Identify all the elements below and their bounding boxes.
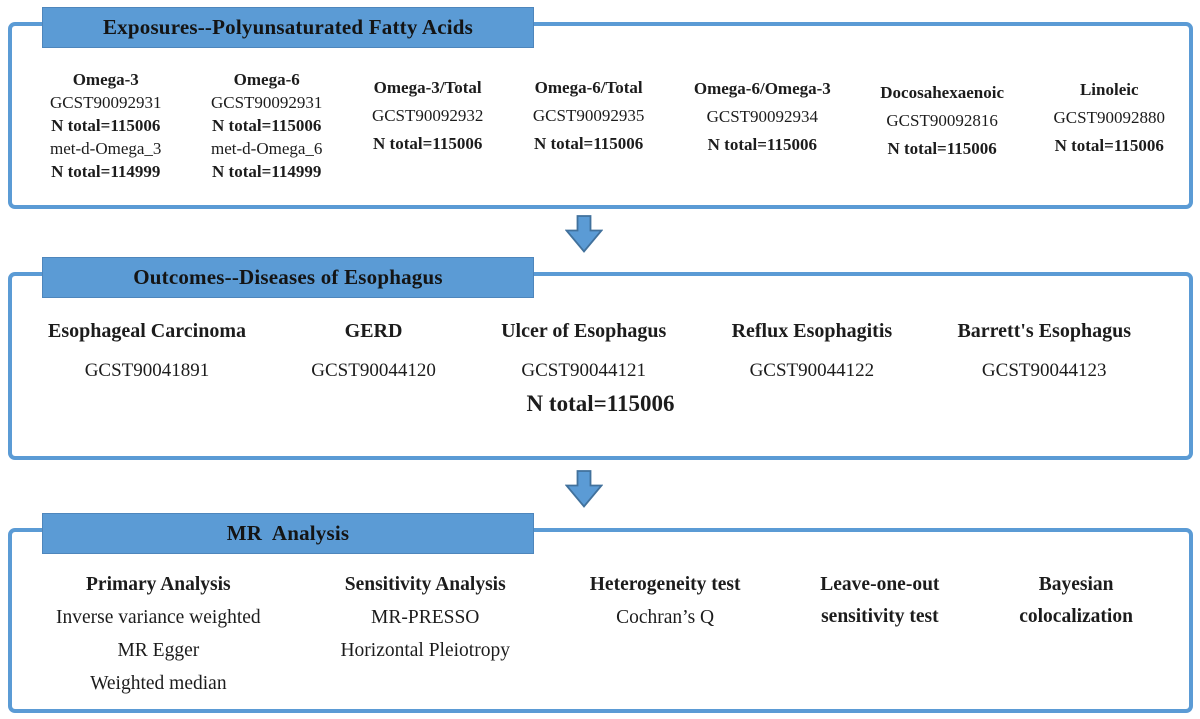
dataset-id: met-d-Omega_6 — [211, 139, 323, 158]
exposure-column-linoleic: Linoleic GCST90092880 N total=115006 — [1054, 76, 1165, 183]
outcomes-header-band: Outcomes--Diseases of Esophagus — [42, 257, 534, 298]
mr-analysis-box: MR Analysis Primary Analysis Inverse var… — [8, 513, 1193, 713]
gwas-id: GCST90092880 — [1053, 108, 1165, 127]
exposure-name: Omega-6/Omega-3 — [693, 79, 831, 98]
exposures-title: Exposures--Polyunsaturated Fatty Acids — [102, 15, 474, 39]
exposure-name: Omega-3/Total — [373, 78, 482, 97]
outcome-column-reflux-esophagitis: Reflux Esophagitis GCST90044122 — [732, 320, 893, 382]
method-item: MR Egger — [117, 640, 200, 661]
n-total: N total=115006 — [887, 139, 997, 158]
mr-analysis-title: MR Analysis — [226, 521, 350, 545]
outcomes-n-total: N total=115006 — [526, 391, 675, 416]
outcomes-columns: Esophageal Carcinoma GCST90041891 GERD G… — [12, 276, 1189, 382]
mr-analysis-header-band: MR Analysis — [42, 513, 534, 554]
outcome-column-barretts-esophagus: Barrett's Esophagus GCST90044123 — [957, 320, 1131, 382]
gwas-id: GCST90092931 — [210, 93, 323, 112]
gwas-id: GCST90092931 — [50, 93, 162, 112]
exposure-column-omega-3-total: Omega-3/Total GCST90092932 N total=11500… — [372, 74, 483, 183]
outcome-name: Ulcer of Esophagus — [501, 320, 667, 342]
method-group-name: Sensitivity Analysis — [344, 574, 506, 595]
outcomes-box: Outcomes--Diseases of Esophagus Esophage… — [8, 257, 1193, 460]
mr-analysis-columns: Primary Analysis Inverse variance weight… — [12, 532, 1189, 700]
exposure-name: Linoleic — [1079, 80, 1139, 99]
method-item: Inverse variance weighted — [56, 607, 261, 628]
method-group-name: Heterogeneity test — [589, 574, 741, 595]
mr-column-bayesian-colocalization: Bayesian colocalization — [1019, 568, 1133, 700]
n-total: N total=115006 — [212, 116, 322, 135]
method-item: MR-PRESSO — [371, 607, 480, 628]
exposure-name: Docosahexaenoic — [880, 83, 1004, 102]
exposure-column-omega-6-omega-3: Omega-6/Omega-3 GCST90092934 N total=115… — [694, 75, 831, 183]
exposure-column-omega-6-total: Omega-6/Total GCST90092935 N total=11500… — [533, 74, 644, 183]
method-group-name: Primary Analysis — [86, 574, 231, 595]
n-total: N total=115006 — [51, 116, 161, 135]
exposure-column-docosahexaenoic: Docosahexaenoic GCST90092816 N total=115… — [880, 79, 1004, 183]
n-total: N total=114999 — [51, 162, 161, 181]
n-total: N total=115006 — [1054, 136, 1164, 155]
gwas-id: GCST90044120 — [311, 360, 436, 381]
gwas-id: GCST90092932 — [371, 106, 484, 125]
method-item: Weighted median — [90, 673, 227, 694]
gwas-id: GCST90041891 — [84, 360, 210, 381]
outcome-name: Reflux Esophagitis — [731, 320, 893, 342]
mr-column-sensitivity-analysis: Sensitivity Analysis MR-PRESSO Horizonta… — [340, 568, 510, 700]
gwas-id: GCST90044122 — [749, 360, 875, 381]
method-group-name-line: Leave-one-out — [820, 574, 940, 595]
n-total: N total=114999 — [212, 162, 322, 181]
method-group-name-line: sensitivity test — [821, 606, 939, 627]
gwas-id: GCST90092934 — [706, 107, 819, 126]
gwas-id: GCST90044123 — [981, 360, 1107, 381]
exposure-column-omega-6: Omega-6 GCST90092931 N total=115006 met-… — [211, 68, 322, 183]
gwas-id: GCST90092816 — [886, 111, 998, 130]
mr-column-leave-one-out: Leave-one-out sensitivity test — [820, 568, 939, 700]
mr-column-primary-analysis: Primary Analysis Inverse variance weight… — [56, 568, 261, 700]
n-total: N total=115006 — [533, 134, 644, 153]
dataset-id: met-d-Omega_3 — [50, 139, 162, 158]
method-group-name-line: Bayesian — [1038, 574, 1114, 595]
outcome-column-gerd: GERD GCST90044120 — [311, 320, 436, 382]
gwas-id: GCST90092935 — [532, 106, 645, 125]
outcome-name: Esophageal Carcinoma — [48, 320, 246, 342]
down-arrow-icon — [565, 470, 603, 508]
outcome-name: GERD — [344, 320, 403, 342]
outcome-column-ulcer-of-esophagus: Ulcer of Esophagus GCST90044121 — [501, 320, 666, 382]
exposure-column-omega-3: Omega-3 GCST90092931 N total=115006 met-… — [50, 68, 161, 183]
method-group-name-line: colocalization — [1019, 606, 1133, 627]
exposure-name: Omega-3 — [72, 70, 139, 89]
down-arrow-icon — [565, 215, 603, 253]
gwas-id: GCST90044121 — [521, 360, 646, 381]
exposure-name: Omega-6/Total — [534, 78, 643, 97]
outcome-name: Barrett's Esophagus — [957, 320, 1131, 342]
exposures-header-band: Exposures--Polyunsaturated Fatty Acids — [42, 7, 534, 48]
method-item: Horizontal Pleiotropy — [340, 640, 510, 661]
outcome-column-esophageal-carcinoma: Esophageal Carcinoma GCST90041891 — [48, 320, 246, 382]
mr-column-heterogeneity-test: Heterogeneity test Cochran’s Q — [590, 568, 741, 700]
n-total: N total=115006 — [373, 134, 483, 153]
n-total: N total=115006 — [707, 135, 817, 154]
outcomes-title: Outcomes--Diseases of Esophagus — [133, 265, 443, 289]
exposure-name: Omega-6 — [233, 70, 300, 89]
method-item: Cochran’s Q — [616, 607, 715, 628]
exposures-columns: Omega-3 GCST90092931 N total=115006 met-… — [12, 26, 1189, 183]
exposures-box: Exposures--Polyunsaturated Fatty Acids O… — [8, 7, 1193, 209]
